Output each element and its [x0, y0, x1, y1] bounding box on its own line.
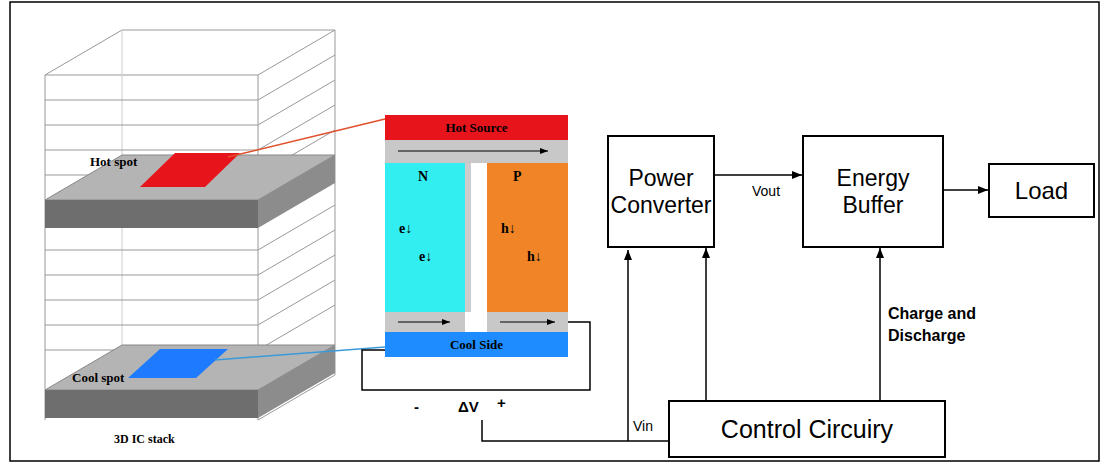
- signal-arrow: [879, 248, 881, 400]
- frame: [10, 2, 1099, 461]
- process-box: Power Converter: [607, 135, 715, 248]
- carrier-label: P: [513, 169, 522, 185]
- signal-arrow: [944, 189, 988, 191]
- bottom-electrode: [385, 312, 465, 332]
- signal-arrow: [705, 248, 707, 400]
- node-text: Control Circuiry: [721, 415, 893, 444]
- hot-source-bar: Hot Source: [385, 115, 568, 140]
- output-wire: [362, 322, 590, 390]
- cool-link-wire: [215, 347, 385, 360]
- node-text: Load: [1015, 177, 1068, 205]
- polarity-sign: -: [414, 398, 419, 415]
- cool-side-bar: Cool Side: [385, 332, 568, 357]
- process-box: Energy Buffer: [802, 135, 944, 248]
- n-type-leg: Ne↓ e↓: [385, 163, 465, 312]
- node-text: Power Converter: [611, 165, 712, 218]
- upper-die-layer: [45, 153, 335, 228]
- lower-die-layer: [45, 345, 335, 418]
- process-box: Load: [988, 163, 1095, 218]
- part-label: Hot spot: [90, 154, 137, 170]
- node-text: Energy Buffer: [810, 165, 936, 218]
- edge-label: Charge and Discharge: [888, 303, 1006, 346]
- caption-label: 3D IC stack: [114, 432, 175, 447]
- carrier-label: e↓: [419, 249, 432, 265]
- carrier-label: e↓: [399, 221, 412, 237]
- p-type-leg: Ph↓ h↓: [487, 163, 568, 312]
- bottom-electrode: [487, 312, 568, 332]
- polarity-sign: +: [497, 394, 506, 411]
- top-electrode: [385, 140, 568, 163]
- ic-stack-wireframe: [45, 30, 335, 420]
- edge-label: Vout: [752, 183, 780, 199]
- carrier-label: N: [418, 169, 428, 185]
- process-box: Control Circuiry: [668, 400, 946, 458]
- hot-spot-patch: [140, 153, 240, 187]
- part-label: Cool spot: [72, 370, 124, 386]
- carrier-label: h↓: [527, 249, 542, 265]
- voltage-label: ΔV: [458, 398, 479, 415]
- node-text: Cool Side: [450, 337, 503, 353]
- carrier-label: h↓: [501, 221, 516, 237]
- hot-link-wire: [228, 119, 385, 157]
- cool-spot-patch: [128, 349, 228, 378]
- vin-arrow: [627, 250, 629, 441]
- node-text: Hot Source: [445, 120, 507, 136]
- signal-arrow: [715, 174, 802, 176]
- signal-name: Vin: [633, 418, 653, 434]
